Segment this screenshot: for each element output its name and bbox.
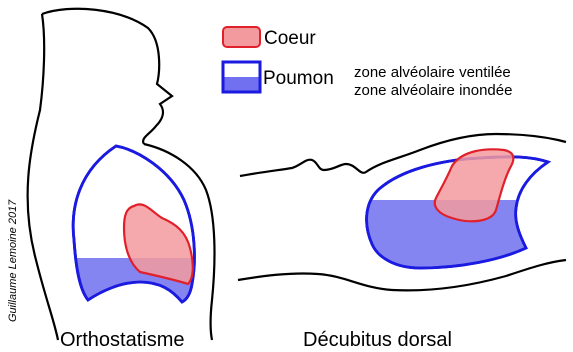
legend-lung-flooded-label: zone alvéolaire inondée (354, 82, 512, 99)
legend-lung-swatch-flooded (225, 77, 259, 91)
legend-lung-label: Poumon (263, 68, 334, 89)
caption-upright: Orthostatisme (60, 329, 184, 351)
credit-text: Guillaume Lemoine 2017 (7, 199, 19, 322)
legend-lung-ventilated-label: zone alvéolaire ventilée (354, 64, 511, 81)
legend-heart-swatch (223, 27, 260, 47)
caption-supine: Décubitus dorsal (303, 329, 452, 351)
supine-figure (238, 134, 566, 290)
upright-back-outline (28, 14, 58, 340)
legend: Coeur Poumon zone alvéolaire ventilée zo… (223, 27, 512, 99)
upright-head-outline (42, 9, 172, 144)
legend-heart-label: Coeur (264, 28, 316, 49)
upright-figure (28, 9, 215, 340)
